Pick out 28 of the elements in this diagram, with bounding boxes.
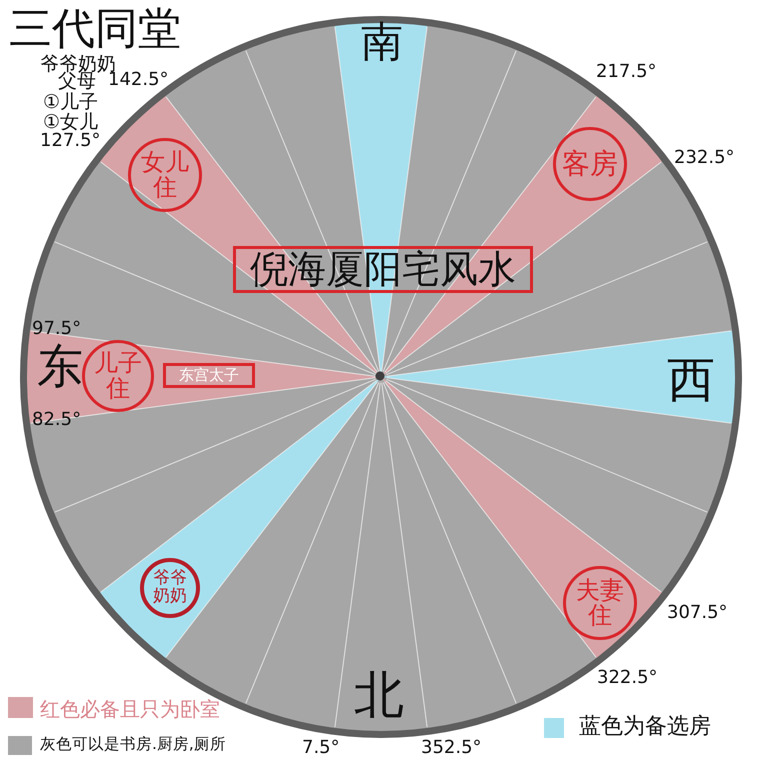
angle-label: 82.5° [32, 411, 82, 429]
legend-text: 红色必备且只为卧室 [40, 699, 220, 719]
heading-box: 倪海厦阳宅风水 [233, 246, 533, 293]
direction-label: 东 [37, 343, 83, 389]
diagram-title: 三代同堂 [9, 8, 181, 51]
angle-label: 142.5° [108, 71, 169, 89]
family-member-label: ①女儿 [43, 113, 98, 132]
family-member-label: ①儿子 [43, 93, 98, 112]
room-stamp: 客房 [553, 127, 627, 201]
angle-label: 232.5° [674, 149, 735, 167]
angle-label: 352.5° [421, 739, 482, 757]
angle-label: 307.5° [667, 604, 728, 622]
legend-text: 灰色可以是书房.厨房,厕所 [40, 737, 226, 752]
room-stamp: 夫妻住 [563, 566, 637, 640]
room-stamp: 爷爷奶奶 [140, 558, 200, 618]
room-stamp: 儿子住 [82, 340, 154, 412]
tag-box: 东宫太子 [163, 363, 255, 388]
angle-label: 97.5° [32, 320, 82, 338]
angle-label: 322.5° [597, 669, 658, 687]
direction-label: 西 [667, 356, 715, 404]
angle-label: 127.5° [40, 132, 101, 150]
direction-label: 北 [354, 670, 404, 720]
angle-label: 7.5° [302, 739, 340, 757]
family-member-label: 父母 [58, 72, 96, 91]
angle-label: 217.5° [596, 63, 657, 81]
direction-label: 南 [361, 21, 403, 63]
room-stamp: 女儿住 [128, 138, 202, 212]
legend-text: 蓝色为备选房 [579, 716, 711, 738]
